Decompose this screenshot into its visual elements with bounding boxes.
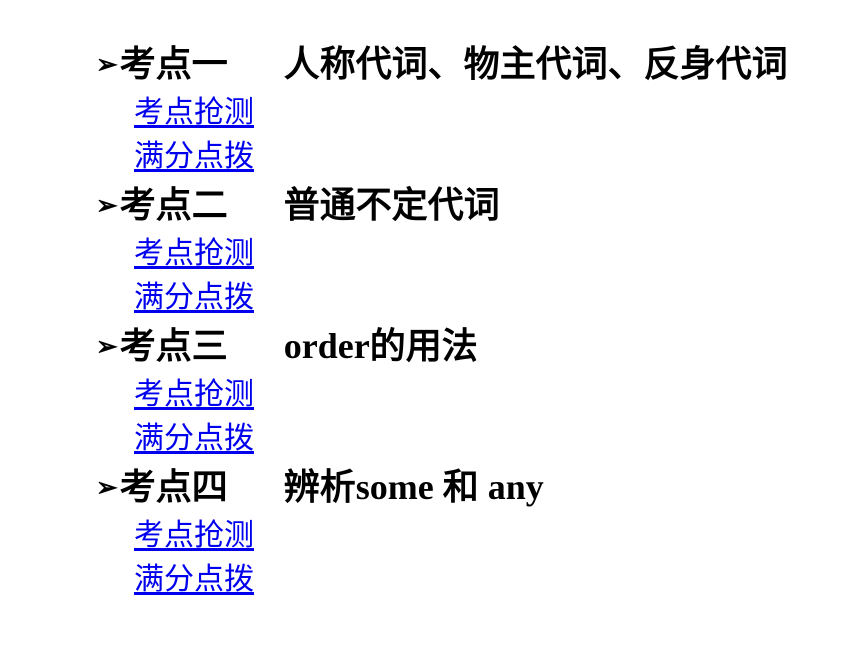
link-explanation[interactable]: 满分点拨 bbox=[134, 422, 254, 455]
link-practice[interactable]: 考点抢测 bbox=[134, 519, 254, 552]
arrow-bullet-icon: ➢ bbox=[96, 332, 118, 361]
section-heading: ➢考点二 普通不定代词 bbox=[96, 179, 796, 232]
section-4: ➢考点四 辨析some 和 any 考点抢测 满分点拨 bbox=[96, 461, 796, 602]
slide-content: ➢考点一人称代词、物主代词、反身代词 考点抢测 满分点拨 ➢考点二普通不定代词 … bbox=[96, 38, 796, 602]
section-links: 考点抢测 满分点拨 bbox=[96, 91, 796, 179]
section-heading: ➢考点一 人称代词、物主代词、反身代词 bbox=[96, 38, 796, 91]
arrow-bullet-icon: ➢ bbox=[96, 473, 118, 502]
link-practice[interactable]: 考点抢测 bbox=[134, 378, 254, 411]
section-code: 考点四 bbox=[119, 467, 228, 507]
section-code: 考点二 bbox=[119, 185, 228, 225]
section-topic: 普通不定代词 bbox=[283, 185, 500, 225]
section-2: ➢考点二 普通不定代词 考点抢测 满分点拨 bbox=[96, 179, 796, 320]
section-1: ➢考点一 人称代词、物主代词、反身代词 考点抢测 满分点拨 bbox=[96, 38, 796, 179]
section-code: 考点三 bbox=[119, 326, 228, 366]
link-explanation[interactable]: 满分点拨 bbox=[134, 563, 254, 596]
section-heading: ➢考点四 辨析some 和 any bbox=[96, 461, 796, 514]
section-topic: order的用法 bbox=[283, 326, 478, 366]
arrow-bullet-icon: ➢ bbox=[96, 191, 118, 220]
link-explanation[interactable]: 满分点拨 bbox=[134, 281, 254, 314]
section-links: 考点抢测 满分点拨 bbox=[96, 232, 796, 320]
section-topic: 辨析some 和 any bbox=[283, 467, 544, 507]
link-practice[interactable]: 考点抢测 bbox=[134, 237, 254, 270]
section-3: ➢考点三 order的用法 考点抢测 满分点拨 bbox=[96, 320, 796, 461]
link-explanation[interactable]: 满分点拨 bbox=[134, 140, 254, 173]
arrow-bullet-icon: ➢ bbox=[96, 50, 118, 79]
link-practice[interactable]: 考点抢测 bbox=[134, 96, 254, 129]
section-topic: 人称代词、物主代词、反身代词 bbox=[283, 44, 788, 84]
section-code: 考点一 bbox=[119, 44, 228, 84]
section-heading: ➢考点三 order的用法 bbox=[96, 320, 796, 373]
section-links: 考点抢测 满分点拨 bbox=[96, 373, 796, 461]
section-links: 考点抢测 满分点拨 bbox=[96, 514, 796, 602]
